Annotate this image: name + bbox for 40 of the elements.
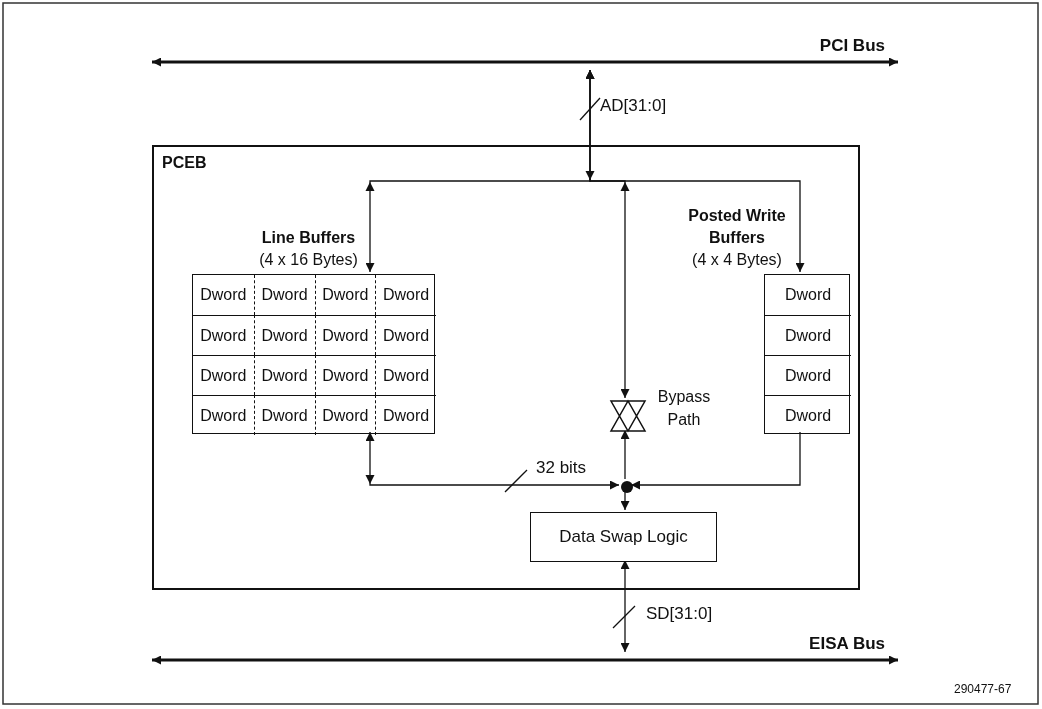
dword-cell: Dword <box>314 395 376 435</box>
bus-label: EISA Bus <box>809 634 885 653</box>
dword-cell: Dword <box>765 395 851 435</box>
junction-dot <box>621 481 633 493</box>
dword-cell: Dword <box>314 355 376 395</box>
dword-cell: Dword <box>193 395 254 435</box>
dword-cell: Dword <box>193 355 254 395</box>
signal-label: AD[31:0] <box>600 96 667 115</box>
dword-cell: Dword <box>375 395 436 435</box>
dword-cell: Dword <box>375 355 436 395</box>
symbol-label: Bypass Path <box>656 387 712 430</box>
buffer-size: (4 x 16 Bytes) <box>258 250 359 270</box>
connector <box>365 431 620 490</box>
connector <box>585 69 630 399</box>
connector <box>620 490 630 511</box>
dword-cell: Dword <box>314 315 376 355</box>
buffer-size: (4 x 4 Bytes) <box>691 250 783 270</box>
signal-label: 290477-67 <box>954 681 1012 698</box>
dword-cell: Dword <box>193 275 254 315</box>
dword-cell: Dword <box>253 315 315 355</box>
connector <box>630 431 801 490</box>
dword-cell: Dword <box>765 315 851 355</box>
edge-label: SD[31:0] <box>644 604 715 623</box>
dword-cell: Dword <box>253 355 315 395</box>
chip-block <box>152 145 860 590</box>
dword-cell: Dword <box>314 275 376 315</box>
signal-label: 32 bits <box>536 458 587 477</box>
block-title: PCEB <box>162 153 207 172</box>
dword-cell: Dword <box>765 355 851 395</box>
dword-cell: Dword <box>765 275 851 315</box>
bus-label: PCI Bus <box>819 36 885 55</box>
connector <box>620 429 630 480</box>
dword-cell: Dword <box>253 275 315 315</box>
dword-cell: Dword <box>253 395 315 435</box>
dword-cell: Dword <box>193 315 254 355</box>
dword-cell: Dword <box>375 275 436 315</box>
buffer-heading: Line Buffers <box>260 228 357 248</box>
logic-box: Data Swap Logic <box>530 512 717 562</box>
dword-cell: Dword <box>375 315 436 355</box>
buffer-heading: Posted Write Buffers <box>687 206 787 248</box>
